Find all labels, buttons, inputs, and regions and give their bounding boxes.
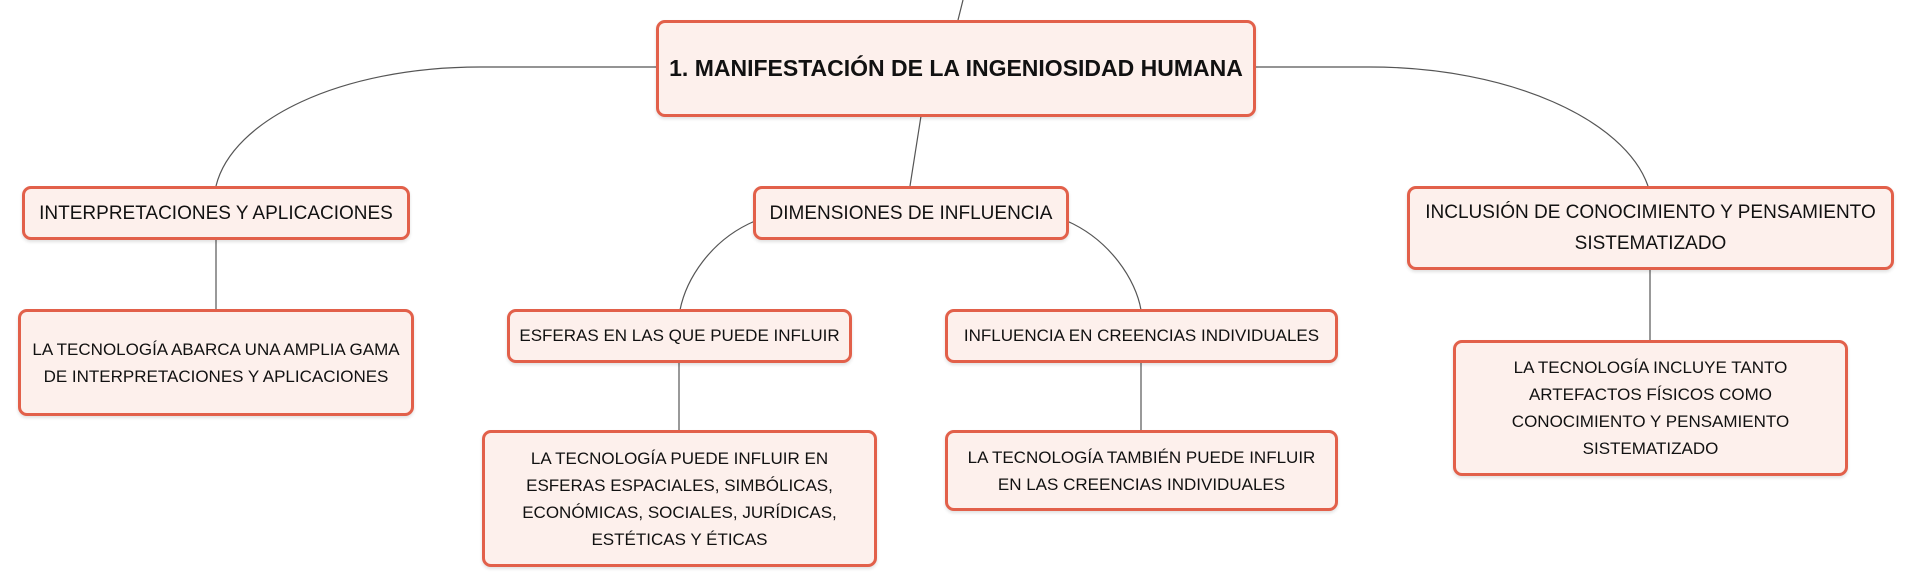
branch-label-interpretaciones: INTERPRETACIONES Y APLICACIONES	[39, 202, 393, 224]
branch-node-interpretaciones[interactable]: INTERPRETACIONES Y APLICACIONES	[22, 186, 410, 240]
leaf-node-inclusion[interactable]: LA TECNOLOGÍA INCLUYE TANTO ARTEFACTOS F…	[1453, 340, 1848, 476]
leaf-label-inclusion: LA TECNOLOGÍA INCLUYE TANTO ARTEFACTOS F…	[1511, 358, 1790, 458]
leaf-label-creencias: LA TECNOLOGÍA TAMBIÉN PUEDE INFLUIR EN L…	[967, 447, 1316, 494]
subtopic-label-esferas: ESFERAS EN LAS QUE PUEDE INFLUIR	[519, 326, 840, 345]
connector-root-to-inclusion	[1255, 66, 1649, 187]
central-topic-label: 1. MANIFESTACIÓN DE LA INGENIOSIDAD HUMA…	[669, 55, 1243, 81]
connector-root-to-interpretaciones	[215, 66, 656, 187]
subtopic-node-esferas[interactable]: ESFERAS EN LAS QUE PUEDE INFLUIR	[507, 309, 852, 363]
leaf-node-interpretaciones[interactable]: LA TECNOLOGÍA ABARCA UNA AMPLIA GAMA DE …	[18, 309, 414, 416]
branch-label-dimensiones: DIMENSIONES DE INFLUENCIA	[769, 202, 1053, 224]
leaf-label-esferas: LA TECNOLOGÍA PUEDE INFLUIR EN ESFERAS E…	[522, 448, 837, 549]
connector-dimensiones-to-esferas	[679, 220, 756, 311]
leaf-label-interpretaciones: LA TECNOLOGÍA ABARCA UNA AMPLIA GAMA DE …	[32, 339, 400, 386]
connector-parent-to-root	[957, 0, 964, 21]
connector-root-to-dimensiones	[909, 115, 922, 187]
leaf-node-creencias[interactable]: LA TECNOLOGÍA TAMBIÉN PUEDE INFLUIR EN L…	[945, 430, 1338, 511]
subtopic-label-creencias: INFLUENCIA EN CREENCIAS INDIVIDUALES	[963, 326, 1320, 345]
subtopic-node-creencias[interactable]: INFLUENCIA EN CREENCIAS INDIVIDUALES	[945, 309, 1338, 363]
central-topic-node[interactable]: 1. MANIFESTACIÓN DE LA INGENIOSIDAD HUMA…	[656, 20, 1256, 117]
branch-label-inclusion: INCLUSIÓN DE CONOCIMIENTO Y PENSAMIENTO …	[1425, 202, 1876, 254]
branch-node-dimensiones[interactable]: DIMENSIONES DE INFLUENCIA	[753, 186, 1069, 240]
leaf-node-esferas[interactable]: LA TECNOLOGÍA PUEDE INFLUIR EN ESFERAS E…	[482, 430, 877, 567]
connector-dimensiones-to-creencias	[1066, 220, 1142, 311]
branch-node-inclusion[interactable]: INCLUSIÓN DE CONOCIMIENTO Y PENSAMIENTO …	[1407, 186, 1894, 270]
